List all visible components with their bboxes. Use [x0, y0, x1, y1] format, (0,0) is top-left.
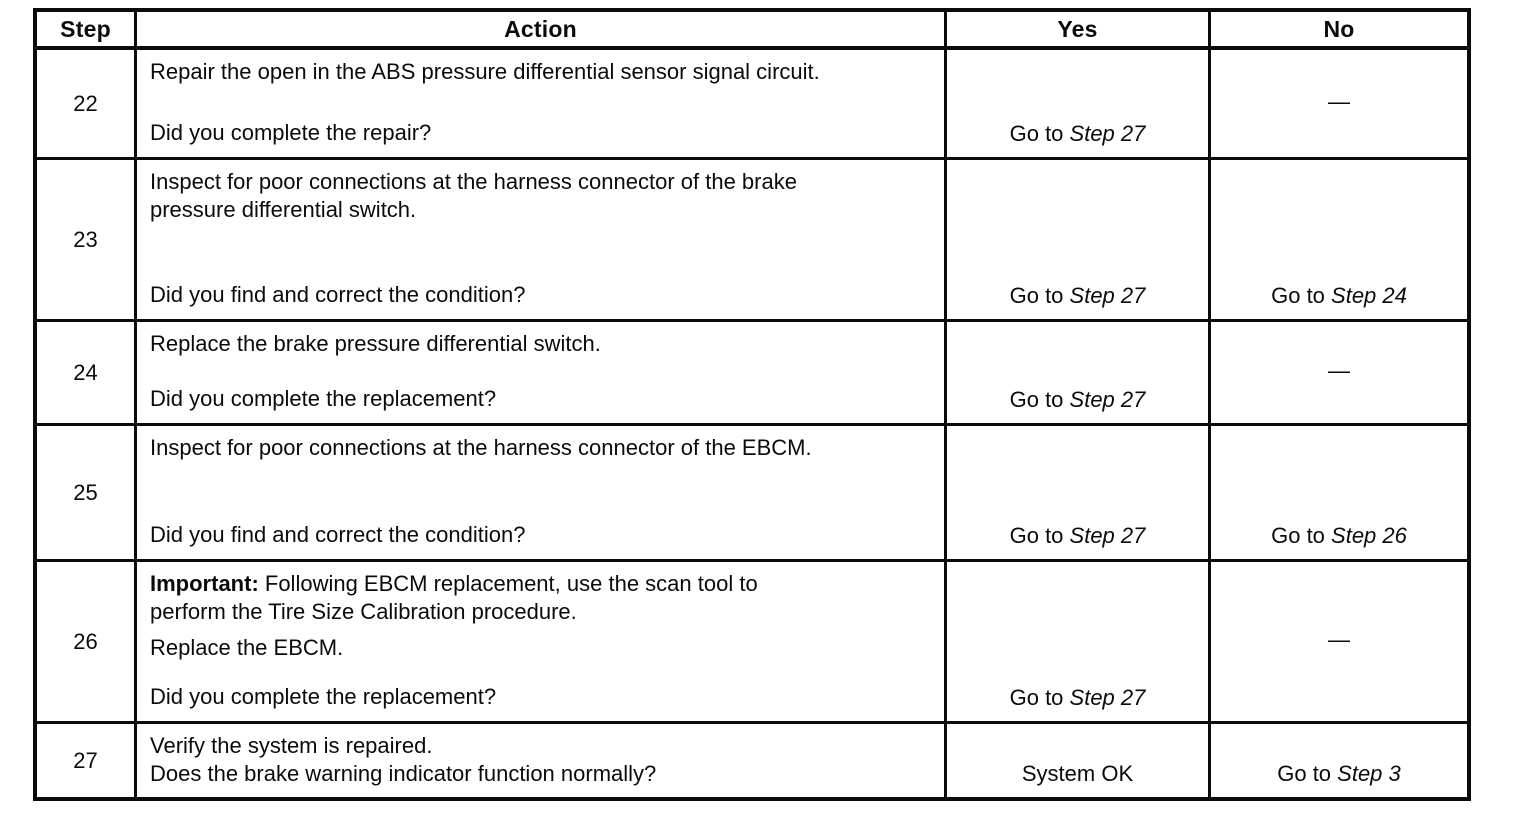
action-cell: Repair the open in the ABS pressure diff…: [137, 50, 947, 160]
column-header-step-label: Step: [60, 15, 111, 42]
no-value: —: [1328, 88, 1350, 114]
column-header-yes: Yes: [947, 12, 1211, 50]
step-number: 23: [73, 226, 98, 252]
step-cell: 24: [37, 322, 137, 426]
yes-value: Go to Step 27: [1009, 523, 1146, 548]
column-header-no: No: [1211, 12, 1467, 50]
action-cell: Inspect for poor connections at the harn…: [137, 160, 947, 322]
yes-cell: Go to Step 27: [947, 322, 1211, 426]
yes-value: Go to Step 27: [1009, 685, 1146, 710]
action-question: Does the brake warning indicator functio…: [150, 761, 657, 786]
action-question: Did you complete the replacement?: [150, 386, 497, 411]
yes-cell: Go to Step 27: [947, 562, 1211, 724]
action-question: Did you complete the replacement?: [150, 684, 497, 709]
step-cell: 26: [37, 562, 137, 724]
no-cell: —: [1211, 322, 1467, 426]
action-question: Did you complete the repair?: [150, 120, 432, 145]
action-cell: Inspect for poor connections at the harn…: [137, 426, 947, 562]
yes-value: Go to Step 27: [1009, 283, 1146, 308]
no-cell: —: [1211, 50, 1467, 160]
action-text: Inspect for poor connections at the harn…: [150, 435, 812, 460]
action-question: Did you find and correct the condition?: [150, 522, 526, 547]
important-label: Important:: [150, 571, 259, 596]
column-header-action-label: Action: [504, 15, 577, 42]
yes-value: Go to Step 27: [1009, 387, 1146, 412]
yes-value: System OK: [1021, 761, 1134, 786]
step-cell: 25: [37, 426, 137, 562]
action-text: Replace the EBCM.: [150, 635, 344, 660]
no-value: —: [1328, 357, 1350, 383]
action-text: Verify the system is repaired.: [150, 733, 433, 758]
no-cell: Go to Step 24: [1211, 160, 1467, 322]
step-number: 27: [73, 747, 98, 773]
step-cell: 27: [37, 724, 137, 797]
column-header-step: Step: [37, 12, 137, 50]
no-cell: Go to Step 3: [1211, 724, 1467, 797]
step-number: 22: [73, 90, 98, 116]
action-cell: Verify the system is repaired. Does the …: [137, 724, 947, 797]
step-number: 26: [73, 628, 98, 654]
column-header-action: Action: [137, 12, 947, 50]
action-important-note: Important: Following EBCM replacement, u…: [150, 571, 758, 624]
action-text: Replace the brake pressure differential …: [150, 331, 601, 356]
column-header-yes-label: Yes: [1057, 15, 1098, 42]
yes-cell: System OK: [947, 724, 1211, 797]
diagnostic-table: Step Action Yes No 22 Repair the open in…: [33, 8, 1471, 801]
no-cell: —: [1211, 562, 1467, 724]
action-cell: Important: Following EBCM replacement, u…: [137, 562, 947, 724]
action-text: Inspect for poor connections at the harn…: [150, 169, 797, 222]
action-text: Repair the open in the ABS pressure diff…: [150, 59, 820, 84]
yes-cell: Go to Step 27: [947, 160, 1211, 322]
action-question: Did you find and correct the condition?: [150, 282, 526, 307]
no-cell: Go to Step 26: [1211, 426, 1467, 562]
yes-cell: Go to Step 27: [947, 426, 1211, 562]
step-cell: 23: [37, 160, 137, 322]
action-cell: Replace the brake pressure differential …: [137, 322, 947, 426]
no-value: Go to Step 26: [1271, 523, 1407, 548]
no-value: —: [1328, 626, 1350, 652]
step-number: 25: [73, 479, 98, 505]
no-value: Go to Step 24: [1271, 283, 1407, 308]
yes-value: Go to Step 27: [1009, 121, 1146, 146]
yes-cell: Go to Step 27: [947, 50, 1211, 160]
step-cell: 22: [37, 50, 137, 160]
step-number: 24: [73, 359, 98, 385]
column-header-no-label: No: [1323, 15, 1355, 42]
no-value: Go to Step 3: [1277, 761, 1401, 786]
